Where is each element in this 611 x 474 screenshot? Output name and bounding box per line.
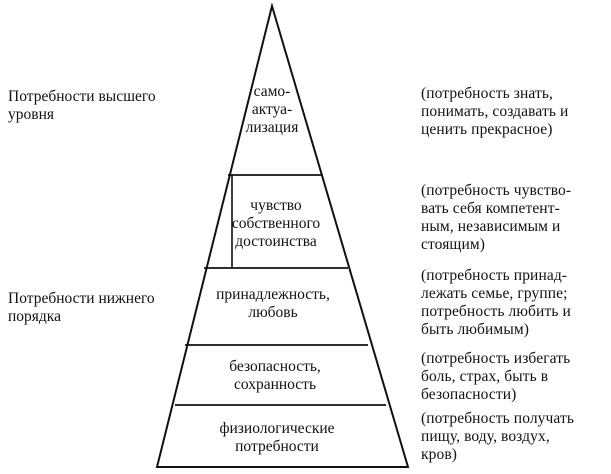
pyramid-outline xyxy=(155,2,410,468)
level-description-belonging: (потребность принад- лежать семье, групп… xyxy=(421,267,571,338)
lower-needs-label: Потребности нижнего порядка xyxy=(8,290,155,325)
level-label-belonging: принадлежность, любовь xyxy=(216,286,330,321)
level-description-physiological: (потребность получать пищу, воду, воздух… xyxy=(421,410,575,463)
level-label-physiological: физиологические потребности xyxy=(219,420,335,455)
level-label-safety: безопасность, сохранность xyxy=(229,358,321,393)
level-label-self-actualization: само- актуа- лизация xyxy=(245,83,299,136)
level-description-self-actualization: (потребность знать, понимать, создавать … xyxy=(421,85,569,138)
level-label-esteem: чувство собственного достоинства xyxy=(231,197,321,250)
higher-needs-label: Потребности высшего уровня xyxy=(8,88,156,123)
level-description-safety: (потребность избегать боль, страх, быть … xyxy=(421,350,571,403)
level-description-esteem: (потребность чувство- вать себя компетен… xyxy=(421,182,572,253)
